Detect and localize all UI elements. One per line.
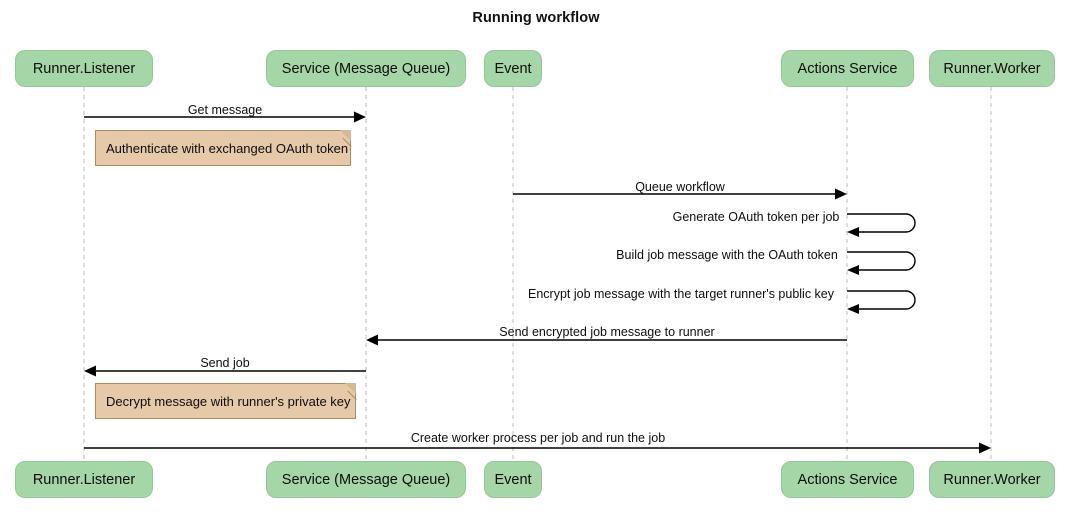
self-message-encrypt-job-message-with-the-target-runners-public-key — [847, 290, 916, 310]
participant-label: Event — [494, 471, 532, 488]
participant-service-message-queue-top[interactable]: Service (Message Queue) — [266, 50, 466, 87]
participant-service-message-queue-bottom[interactable]: Service (Message Queue) — [266, 461, 466, 498]
arrowhead-create-worker-process-per-job-and-run-the-job — [979, 442, 991, 454]
participant-label: Service (Message Queue) — [281, 60, 451, 77]
participant-label: Runner.Worker — [943, 60, 1041, 77]
participant-label: Runner.Listener — [32, 471, 136, 488]
participant-label: Actions Service — [797, 471, 898, 488]
message-label-send-encrypted-job-message-to-runner: Send encrypted job message to runner — [499, 325, 715, 339]
note-decrypt-message-with-runners-private-key: Decrypt message with runner's private ke… — [95, 383, 365, 419]
arrowhead-send-encrypted-job-message-to-runner — [366, 334, 378, 346]
self-message-build-job-message-with-the-oauth-token — [847, 251, 916, 271]
participant-runner-worker-bottom[interactable]: Runner.Worker — [929, 461, 1055, 498]
message-label-encrypt-job-message-with-the-target-runners-public-key: Encrypt job message with the target runn… — [527, 287, 835, 301]
note-fold-corner-icon — [340, 130, 351, 141]
message-label-send-job: Send job — [200, 356, 250, 370]
note-label: Decrypt message with runner's private ke… — [106, 393, 351, 409]
arrowhead-send-job — [84, 365, 96, 377]
note-label: Authenticate with exchanged OAuth token — [106, 140, 349, 156]
arrowhead-get-message — [354, 111, 366, 123]
arrowhead-build-job-message-with-the-oauth-token — [847, 265, 859, 275]
participant-label: Service (Message Queue) — [281, 471, 451, 488]
message-label-get-message: Get message — [187, 103, 263, 117]
message-arrows — [84, 111, 991, 454]
participant-runner-listener-top[interactable]: Runner.Listener — [15, 50, 153, 87]
note-authenticate-with-exchanged-oauth-token: Authenticate with exchanged OAuth token — [95, 130, 360, 166]
participant-event-top[interactable]: Event — [484, 50, 542, 87]
participant-runner-worker-top[interactable]: Runner.Worker — [929, 50, 1055, 87]
participant-label: Runner.Listener — [32, 60, 136, 77]
arrowhead-encrypt-job-message-with-the-target-runners-public-key — [847, 304, 859, 314]
participant-actions-service-top[interactable]: Actions Service — [781, 50, 914, 87]
participant-event-bottom[interactable]: Event — [484, 461, 542, 498]
message-label-generate-oauth-token-per-job: Generate OAuth token per job — [672, 210, 840, 224]
lifelines — [83, 87, 992, 461]
message-label-build-job-message-with-the-oauth-token: Build job message with the OAuth token — [616, 248, 838, 262]
message-label-create-worker-process-per-job-and-run-the-job: Create worker process per job and run th… — [410, 431, 666, 445]
participant-actions-service-bottom[interactable]: Actions Service — [781, 461, 914, 498]
arrowhead-generate-oauth-token-per-job — [847, 227, 859, 237]
note-fold-corner-icon — [345, 383, 356, 394]
participant-label: Runner.Worker — [943, 471, 1041, 488]
participant-runner-listener-bottom[interactable]: Runner.Listener — [15, 461, 153, 498]
self-message-generate-oauth-token-per-job — [847, 213, 916, 233]
participant-label: Event — [494, 60, 532, 77]
page-title: Running workflow — [472, 10, 600, 26]
message-label-queue-workflow: Queue workflow — [635, 180, 725, 194]
participant-label: Actions Service — [797, 60, 898, 77]
arrowhead-queue-workflow — [835, 188, 847, 200]
